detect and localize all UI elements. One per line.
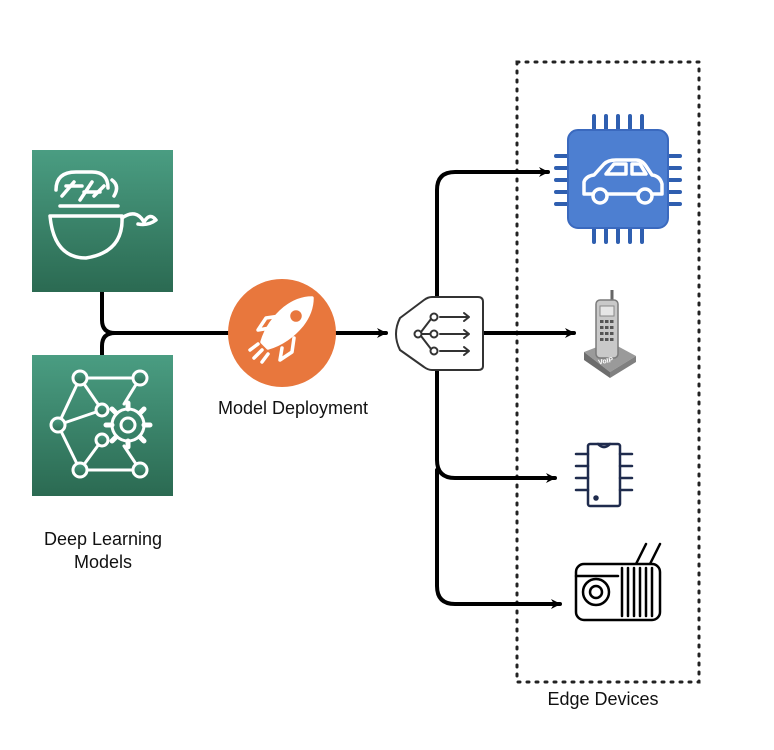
docker-model-tile [32,150,173,292]
neural-network-model-tile [32,355,173,496]
arrow-router-to-camera [435,468,562,609]
voip-phone-icon: VoIP [584,290,636,378]
models-label-line2: Models [73,552,133,572]
car-chip-icon [554,114,682,244]
camera-radio-icon [574,542,662,622]
gear-icon [103,400,153,450]
edge-devices-label: Edge Devices [547,689,659,709]
models-label-line1: Deep Learning [43,529,163,549]
voip-label: VoIP [598,357,614,367]
api-router-icon [395,296,484,371]
edge-devices-boundary [515,60,701,684]
microchip-icon [574,442,634,508]
rocket-icon [248,296,314,364]
connector-neural-to-merge [100,331,117,357]
connector-docker-to-merge [100,290,230,335]
docker-whale-icon [48,170,158,260]
neural-network-gear-icon [49,369,153,479]
arrow-router-to-microchip [435,363,557,483]
deployment-label: Model Deployment [217,398,369,418]
connectors [100,167,576,609]
arrow-router-to-car-chip [435,167,550,305]
car-icon [582,158,664,205]
models-label: Deep Learning Models [10,528,196,574]
deployment-node [228,279,336,387]
